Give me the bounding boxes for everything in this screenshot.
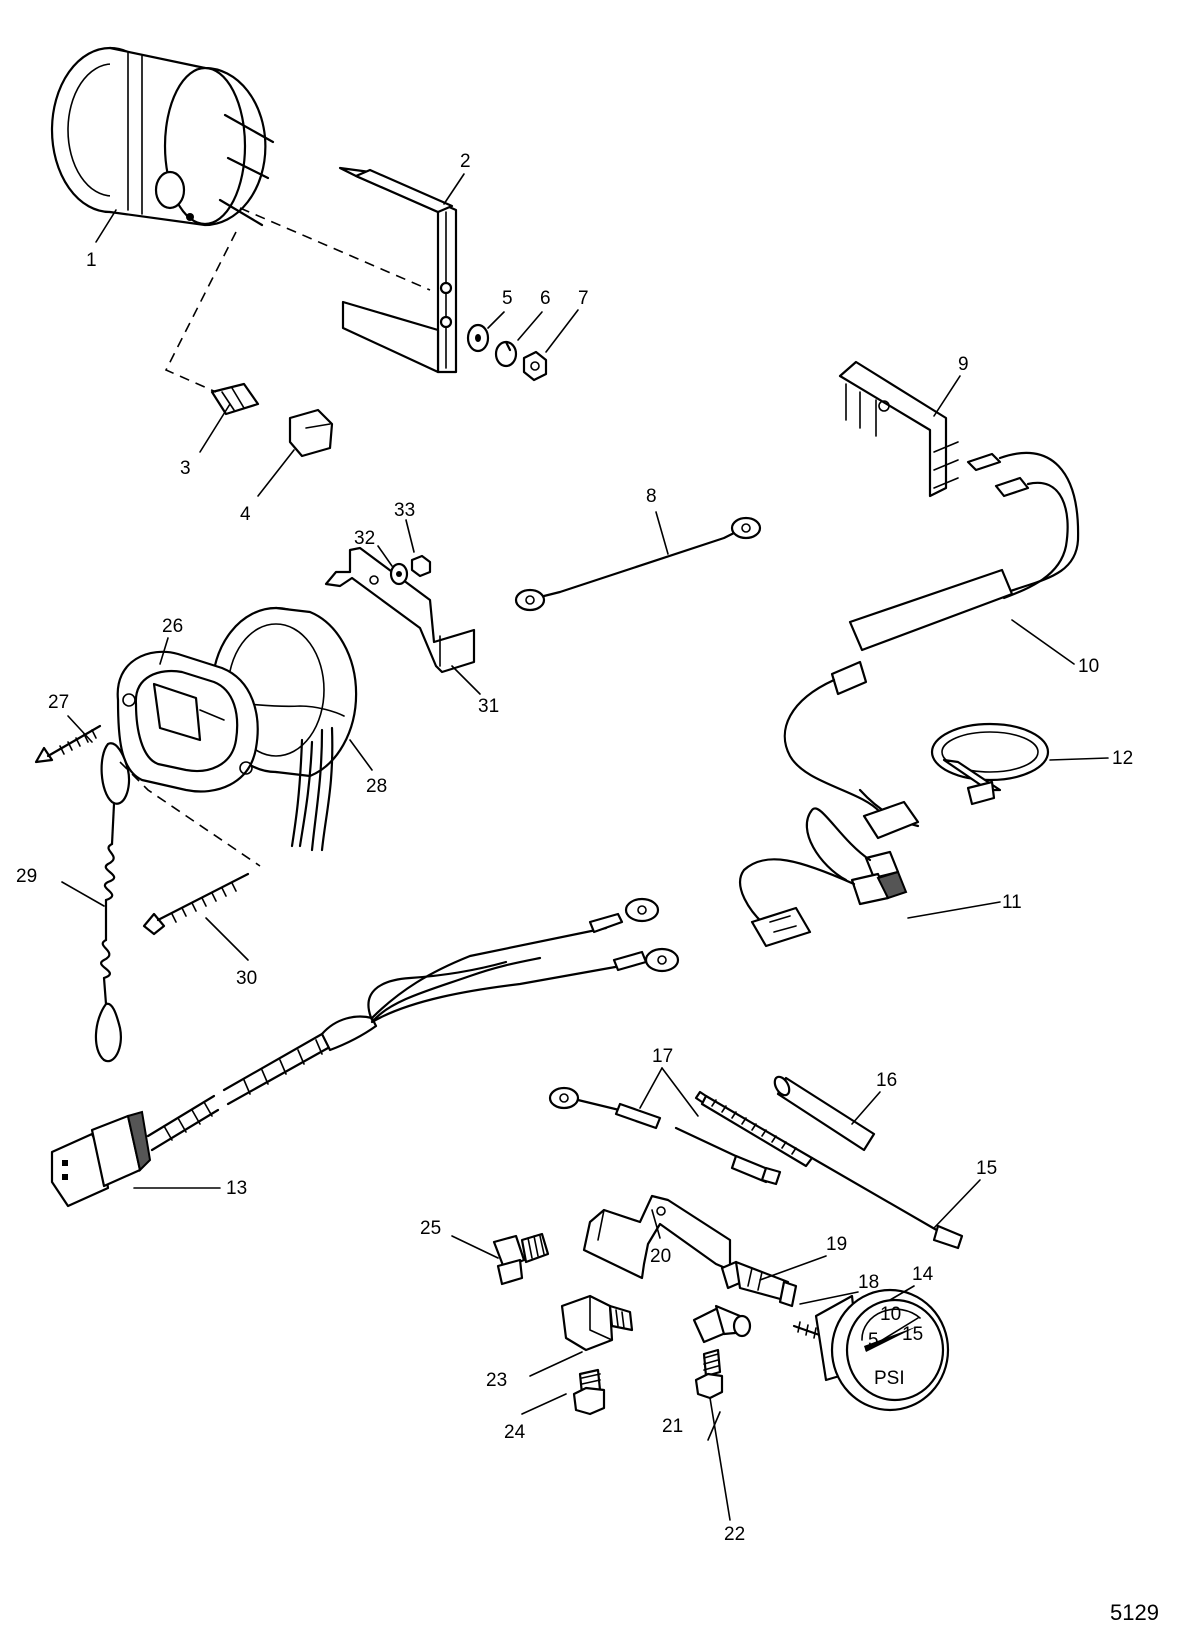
part-26-switch-bezel xyxy=(116,650,259,793)
part-18-sender-tip xyxy=(778,1280,798,1308)
callout-7: 7 xyxy=(578,288,589,309)
part-29-lanyard xyxy=(94,742,131,1063)
callout-30: 30 xyxy=(236,968,257,989)
part-3-bulb-socket xyxy=(210,382,260,416)
callout-22: 22 xyxy=(724,1524,745,1545)
callout-8: 8 xyxy=(646,486,657,507)
part-32-washer xyxy=(389,562,409,586)
part-13-harness xyxy=(50,897,680,1208)
svg-text:PSI: PSI xyxy=(874,1368,905,1389)
part-22-fitting xyxy=(694,1348,724,1400)
callout-31: 31 xyxy=(478,696,499,717)
part-8-ground-wire xyxy=(514,516,762,612)
callout-16: 16 xyxy=(876,1070,897,1091)
callout-labels: 1 2 3 4 5 6 7 8 9 10 11 12 13 14 15 16 1… xyxy=(16,151,1133,1545)
part-7-nut xyxy=(522,350,548,382)
part-5-washer xyxy=(466,323,490,353)
part-21-elbow xyxy=(692,1304,752,1344)
callout-9: 9 xyxy=(958,354,969,375)
part-16-sleeve xyxy=(773,1075,876,1152)
callout-29: 29 xyxy=(16,866,37,887)
callout-2: 2 xyxy=(460,151,471,172)
part-1-gauge xyxy=(50,46,275,227)
part-30-screw xyxy=(142,872,250,936)
part-31-bracket xyxy=(324,546,476,674)
callout-10: 10 xyxy=(1078,656,1099,677)
callout-25: 25 xyxy=(420,1218,441,1239)
part-15-cable-tie xyxy=(694,1090,964,1250)
callout-4: 4 xyxy=(240,504,251,525)
callout-26: 26 xyxy=(162,616,183,637)
leader-lines xyxy=(61,173,1109,1521)
part-24-plug xyxy=(572,1368,606,1416)
part-14-pressure-gauge: 10 5 15 PSI xyxy=(792,1288,950,1412)
part-6-lockwasher xyxy=(494,340,518,368)
callout-12: 12 xyxy=(1112,748,1133,769)
part-23-tee-block xyxy=(560,1294,634,1352)
svg-text:5: 5 xyxy=(868,1330,879,1351)
callout-19: 19 xyxy=(826,1234,847,1255)
callout-15: 15 xyxy=(976,1158,997,1179)
part-9-bracket xyxy=(838,360,959,498)
svg-text:15: 15 xyxy=(902,1324,923,1345)
callout-21: 21 xyxy=(662,1416,683,1437)
callout-14: 14 xyxy=(912,1264,934,1285)
part-27-screw xyxy=(34,724,102,764)
part-19-sender xyxy=(720,1260,790,1302)
callout-5: 5 xyxy=(502,288,513,309)
part-4-knob xyxy=(288,408,334,458)
callout-33: 33 xyxy=(394,500,415,521)
callout-28: 28 xyxy=(366,776,387,797)
part-2-bracket xyxy=(338,166,458,374)
callout-13: 13 xyxy=(226,1178,247,1199)
callout-32: 32 xyxy=(354,528,375,549)
part-10-sender-wires xyxy=(783,451,1080,828)
callout-20: 20 xyxy=(650,1246,671,1267)
part-12-clamp xyxy=(930,722,1050,806)
callout-23: 23 xyxy=(486,1370,507,1391)
svg-text:10: 10 xyxy=(880,1304,901,1325)
part-17-leads xyxy=(548,1086,782,1186)
callout-24: 24 xyxy=(504,1422,526,1443)
part-11-sender-leads xyxy=(738,800,920,948)
part-33-nut xyxy=(410,554,432,578)
callout-17: 17 xyxy=(652,1046,673,1067)
part-25-elbow xyxy=(492,1232,550,1286)
callout-6: 6 xyxy=(540,288,551,309)
callout-18: 18 xyxy=(858,1272,879,1293)
callout-11: 11 xyxy=(1002,892,1022,913)
callout-3: 3 xyxy=(180,458,191,479)
callout-27: 27 xyxy=(48,692,69,713)
callout-1: 1 xyxy=(86,250,97,271)
figure-number: 5129 xyxy=(1110,1600,1159,1625)
